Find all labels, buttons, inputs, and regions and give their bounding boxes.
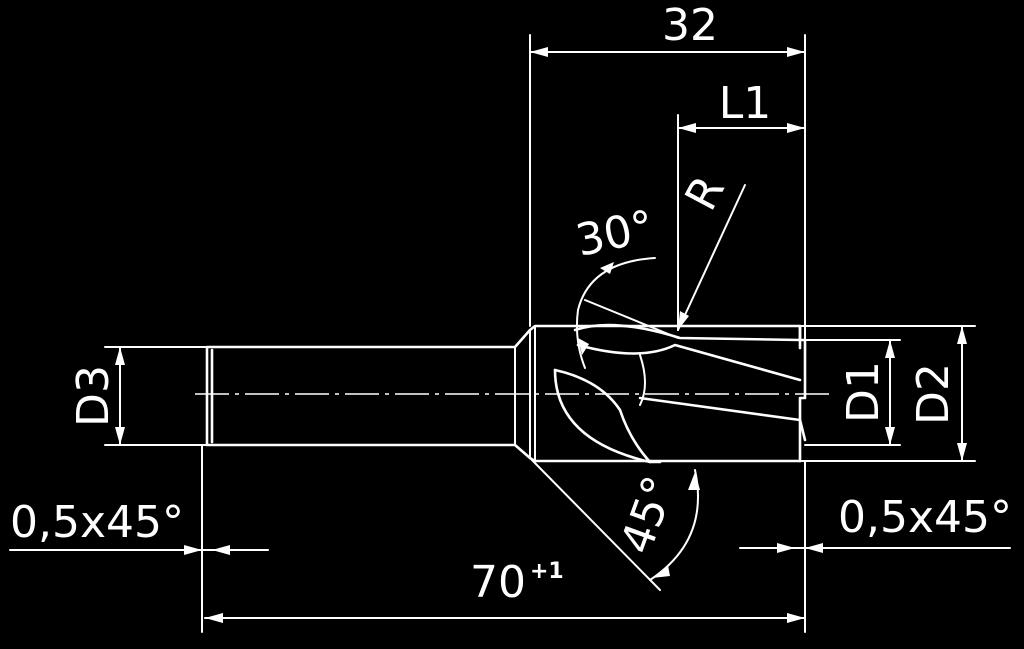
arrow-l1-right	[787, 123, 805, 133]
arrow-chamfer-right-b	[805, 543, 823, 553]
arrow-radius	[678, 311, 689, 330]
arrow-32-left	[530, 47, 548, 57]
arrow-l1-left	[678, 123, 696, 133]
arrow-30-bottom	[578, 338, 589, 355]
dim-chamfer-right: 0,5x45°	[739, 460, 1012, 633]
dim-angle-45-label: 45°	[611, 470, 686, 561]
dim-l1: L1	[677, 78, 806, 331]
flute-inner	[553, 368, 652, 464]
arrow-total-right	[787, 613, 805, 623]
arrow-d2-bottom	[957, 443, 967, 461]
arrow-chamfer-right-a	[777, 543, 795, 553]
dim-32: 32	[529, 0, 806, 341]
arrow-d1-top	[885, 340, 895, 358]
flute-mid	[576, 343, 802, 382]
arrow-d3-bottom	[115, 427, 125, 445]
dim-d2: D2	[799, 325, 976, 462]
dim-d3-label: D3	[68, 365, 119, 427]
arrow-45-top	[688, 472, 700, 490]
arrow-d2-top	[957, 326, 967, 344]
dim-radius: R	[676, 168, 746, 331]
arrow-45-bottom	[652, 565, 670, 578]
dim-d3: D3	[68, 346, 208, 446]
flute-lower	[553, 368, 807, 464]
dim-chamfer-left: 0,5x45°	[9, 444, 269, 633]
dim-chamfer-left-label: 0,5x45°	[10, 497, 184, 548]
arrow-30-top	[600, 262, 614, 274]
arrow-chamfer-left-a	[184, 545, 202, 555]
dim-l1-label: L1	[719, 78, 772, 129]
tool-end	[798, 324, 807, 463]
dim-32-label: 32	[662, 0, 718, 51]
dim-radius-label: R	[676, 168, 735, 219]
arrow-chamfer-left-b	[212, 545, 230, 555]
flute-arc	[639, 354, 646, 406]
arrow-d3-top	[115, 347, 125, 365]
dim-d1-label: D1	[838, 361, 889, 423]
neck-lines	[514, 329, 531, 459]
dim-d1: D1	[804, 339, 901, 446]
dim-total-length: 70 +1	[204, 557, 806, 623]
arrow-d1-bottom	[885, 427, 895, 445]
dim-total-length-label: 70	[470, 557, 526, 608]
arrow-total-left	[205, 613, 223, 623]
dim-d2-label: D2	[908, 363, 959, 425]
dim-chamfer-right-label: 0,5x45°	[838, 492, 1012, 543]
dim-angle-30: 30°	[572, 201, 679, 369]
dim-total-tolerance-label: +1	[530, 559, 564, 584]
arrow-32-right	[787, 47, 805, 57]
dim-angle-30-label: 30°	[572, 201, 659, 267]
